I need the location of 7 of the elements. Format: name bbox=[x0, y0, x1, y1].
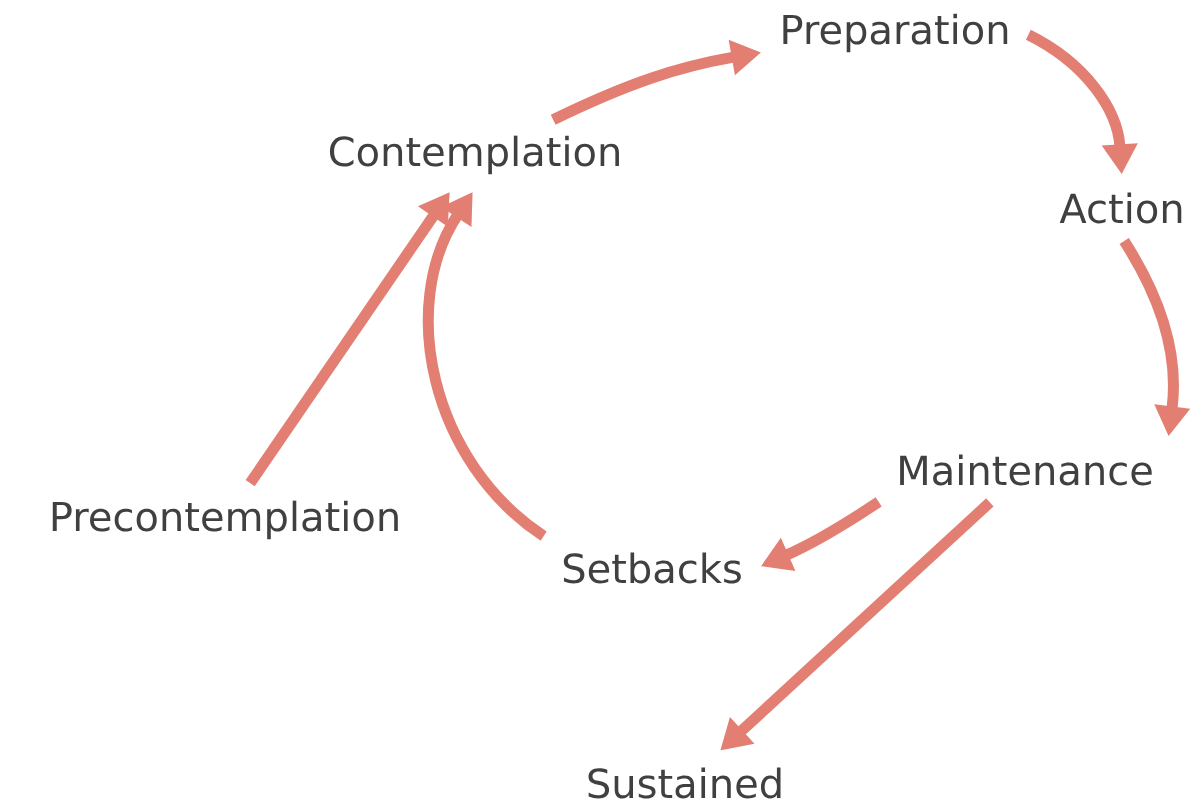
stage-label: Sustained bbox=[588, 767, 781, 799]
stage-label: Action bbox=[1059, 192, 1182, 224]
stage-label: Preparation bbox=[783, 13, 1008, 53]
stage-label: Maintenance bbox=[900, 454, 1152, 486]
stage-label: Contemplation bbox=[329, 135, 619, 175]
stage-label: Precontemplation bbox=[52, 500, 398, 540]
stage-label: Setbacks bbox=[563, 552, 741, 584]
